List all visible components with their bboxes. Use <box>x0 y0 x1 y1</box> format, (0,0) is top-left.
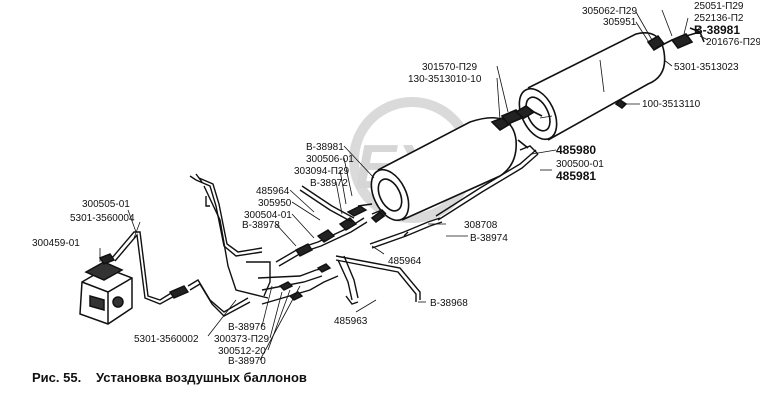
label-485964-a: 485964 <box>256 186 290 197</box>
label-5301-3560004: 5301-3560004 <box>70 213 135 224</box>
label-300506-01: 300506-01 <box>306 154 354 165</box>
label-485980: 485980 <box>556 143 596 157</box>
pipe-lines <box>111 145 539 317</box>
label-305950: 305950 <box>258 198 292 209</box>
label-v38981-top: В-38981 <box>694 23 740 37</box>
label-v38972: В-38972 <box>310 178 348 189</box>
label-485964-b: 485964 <box>388 256 422 267</box>
label-485963: 485963 <box>334 316 368 327</box>
label-485981: 485981 <box>556 169 596 183</box>
label-305951: 305951 <box>603 17 637 28</box>
label-308708: 308708 <box>464 220 498 231</box>
leader-lines <box>99 9 709 361</box>
label-300373-p29: 300373-П29 <box>214 334 269 345</box>
label-5301-3560002: 5301-3560002 <box>134 334 199 345</box>
label-25051-p29: 25051-П29 <box>694 1 744 12</box>
label-300505-01: 300505-01 <box>82 199 130 210</box>
label-300459-01: 300459-01 <box>32 238 80 249</box>
label-300504-01: 300504-01 <box>244 210 292 221</box>
label-v38981-mid: В-38981 <box>306 142 344 153</box>
figure-caption: Рис. 55. Установка воздушных баллонов <box>32 370 307 385</box>
label-301570-p29: 301570-П29 <box>422 62 477 73</box>
caption-title: Установка воздушных баллонов <box>96 370 307 385</box>
label-130-3513010-10: 130-3513010-10 <box>408 74 482 85</box>
label-v38968: В-38968 <box>430 298 468 309</box>
part-labels: 25051-П29 252136-П2 В-38981 201676-П29 3… <box>32 1 760 367</box>
label-300500-01: 300500-01 <box>556 159 604 170</box>
label-100-3513110: 100-3513110 <box>642 99 701 110</box>
caption-number: Рис. 55. <box>32 370 81 385</box>
label-v38970: В-38970 <box>228 356 266 367</box>
label-300512-20: 300512-20 <box>218 346 266 357</box>
label-305062-p29: 305062-П29 <box>582 6 637 17</box>
label-v38974: В-38974 <box>470 233 508 244</box>
front-air-tank <box>370 105 543 224</box>
label-v38976: В-38976 <box>228 322 266 333</box>
compressor <box>79 253 133 325</box>
label-201676-p29: 201676-П29 <box>706 37 760 48</box>
label-5301-3513023: 5301-3513023 <box>674 62 739 73</box>
label-252136-p2: 252136-П2 <box>694 13 744 24</box>
label-v38978: В-38978 <box>242 220 280 231</box>
label-303094-p29: 303094-П29 <box>294 166 349 177</box>
rear-air-tank <box>518 27 705 141</box>
